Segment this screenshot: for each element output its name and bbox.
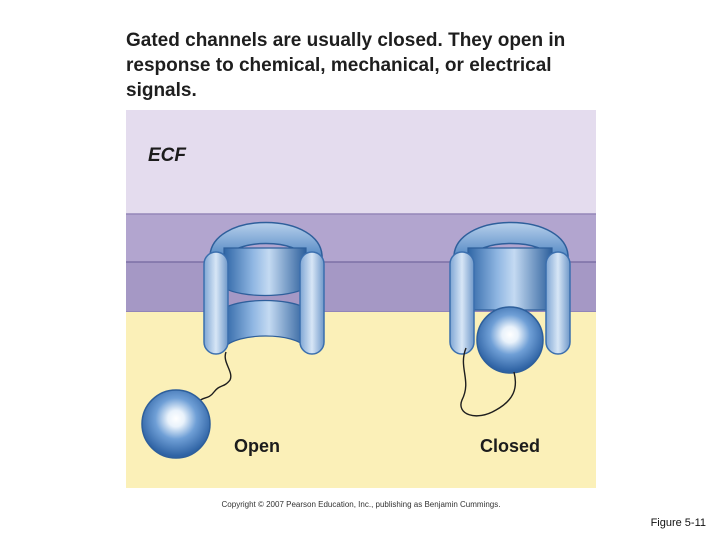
closed-channel-gate-ball: [476, 306, 544, 374]
gated-channel-diagram: ECF Open Closed: [126, 110, 596, 488]
diagram-svg: ECF Open Closed: [126, 110, 596, 488]
slide-title: Gated channels are usually closed. They …: [126, 28, 586, 103]
open-channel-label: Open: [234, 436, 280, 456]
closed-channel-pore: [467, 247, 553, 311]
closed-channel-left-pillar: [449, 251, 475, 355]
title-lead: Gated channels: [126, 30, 268, 51]
open-channel-gate-ball: [141, 389, 211, 459]
ecf-region: [126, 110, 596, 214]
closed-channel-tether: [460, 347, 517, 417]
open-channel-tether: [197, 351, 232, 403]
ecf-label: ECF: [148, 145, 187, 166]
open-channel-right-pillar: [299, 251, 325, 355]
figure-number: Figure 5-11: [650, 517, 706, 529]
open-channel-pore: [223, 247, 307, 297]
copyright-notice: Copyright © 2007 Pearson Education, Inc.…: [221, 500, 501, 509]
closed-channel-right-pillar: [545, 251, 571, 355]
title-rest: are usually closed. They open in respons…: [126, 30, 566, 101]
closed-channel-label: Closed: [480, 436, 540, 456]
open-channel: Open: [141, 221, 325, 459]
open-channel-left-pillar: [203, 251, 229, 355]
closed-channel: Closed: [449, 221, 571, 456]
